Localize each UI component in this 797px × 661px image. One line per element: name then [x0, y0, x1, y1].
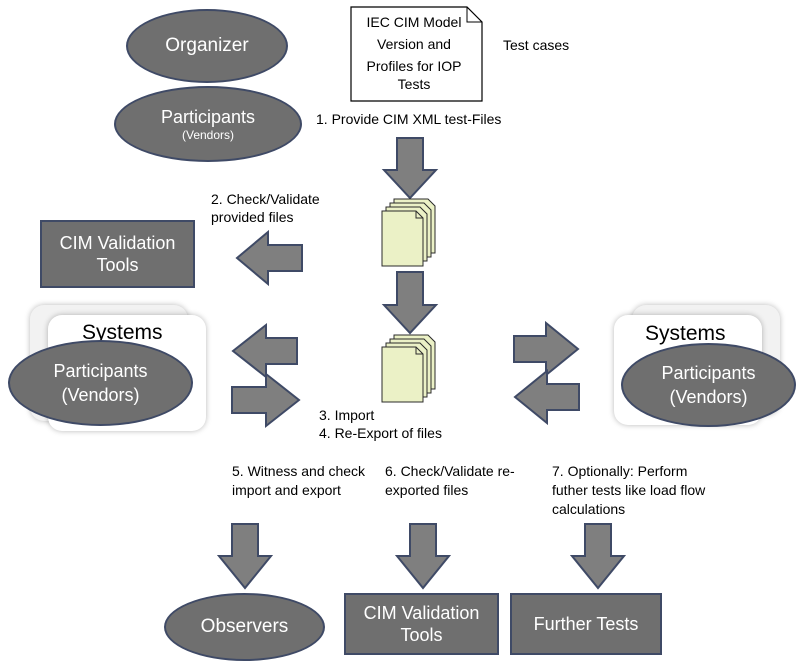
cim-model-document: IEC CIM Model Version and Profiles for I…	[350, 6, 483, 102]
step-2-label-line-1: 2. Check/Validate	[211, 191, 320, 207]
step-2-label-line-2: provided files	[211, 209, 294, 225]
systems-left-label: Systems	[82, 321, 163, 344]
cim-validation-tools-top-line-2: Tools	[96, 255, 139, 275]
arrow-right-from-systems-left	[231, 371, 301, 429]
arrow-right-to-systems-right	[513, 320, 580, 378]
organizer-ellipse: Organizer	[126, 9, 288, 83]
arrow-down-between-files	[381, 271, 439, 335]
file-stack-2-icon	[381, 334, 436, 403]
test-cases-label: Test cases	[503, 37, 570, 53]
step-7-label-line-3: calculations	[552, 501, 626, 517]
cim-validation-tools-bottom: CIM Validation Tools	[344, 593, 499, 655]
participants-right-ellipse: Participants (Vendors)	[621, 343, 796, 427]
participants-right-label: Participants	[661, 362, 756, 383]
systems-right-label: Systems	[645, 322, 726, 345]
doc-title-line-1: IEC CIM Model	[366, 14, 462, 30]
participants-left-label: Participants	[53, 360, 148, 381]
arrow-down-to-validation-tools-bottom	[394, 523, 452, 590]
document-icon	[350, 6, 483, 102]
doc-title-line-3: Profiles for IOP	[366, 58, 462, 74]
observers-label: Observers	[200, 616, 289, 637]
organizer-label: Organizer	[165, 35, 249, 56]
participants-top-sublabel: (Vendors)	[181, 127, 235, 142]
arrow-left-to-validation-tools	[235, 229, 303, 287]
arrow-down-to-further-tests	[569, 523, 627, 590]
file-stack-1-icon	[381, 198, 436, 267]
arrow-down-to-observers	[216, 523, 274, 590]
arrow-down-provide-files	[381, 137, 439, 200]
cim-validation-tools-bottom-line-2: Tools	[400, 625, 443, 645]
step-7-label-line-2: futher tests like load flow	[552, 482, 706, 498]
arrow-left-to-systems-left	[231, 322, 298, 380]
participants-left-sublabel: (Vendors)	[61, 385, 140, 405]
doc-title-line-4: Tests	[397, 76, 431, 92]
step-6-label-line-1: 6. Check/Validate re-	[385, 463, 515, 479]
step-5-label-line-1: 5. Witness and check	[232, 463, 366, 479]
step-5-label-line-2: import and export	[232, 482, 341, 498]
further-tests-box: Further Tests	[510, 593, 662, 655]
step-4-label: 4. Re-Export of files	[319, 425, 442, 441]
arrow-left-from-systems-right	[513, 368, 580, 426]
participants-top-label: Participants	[160, 106, 256, 127]
participants-left-ellipse: Participants (Vendors)	[8, 340, 193, 426]
step-3-label: 3. Import	[319, 407, 375, 423]
participants-top-ellipse: Participants (Vendors)	[114, 86, 302, 162]
step-1-label: 1. Provide CIM XML test-Files	[316, 111, 502, 127]
step-7-label-line-1: 7. Optionally: Perform	[552, 463, 688, 479]
cim-validation-tools-bottom-line-1: CIM Validation	[363, 602, 480, 623]
cim-validation-tools-top: CIM Validation Tools	[40, 220, 195, 288]
further-tests-label: Further Tests	[533, 613, 639, 634]
observers-ellipse: Observers	[164, 593, 325, 661]
step-6-label-line-2: exported files	[385, 482, 469, 498]
cim-validation-tools-top-line-1: CIM Validation	[59, 232, 176, 253]
doc-title-line-2: Version and	[377, 36, 451, 52]
participants-right-sublabel: (Vendors)	[669, 387, 748, 407]
